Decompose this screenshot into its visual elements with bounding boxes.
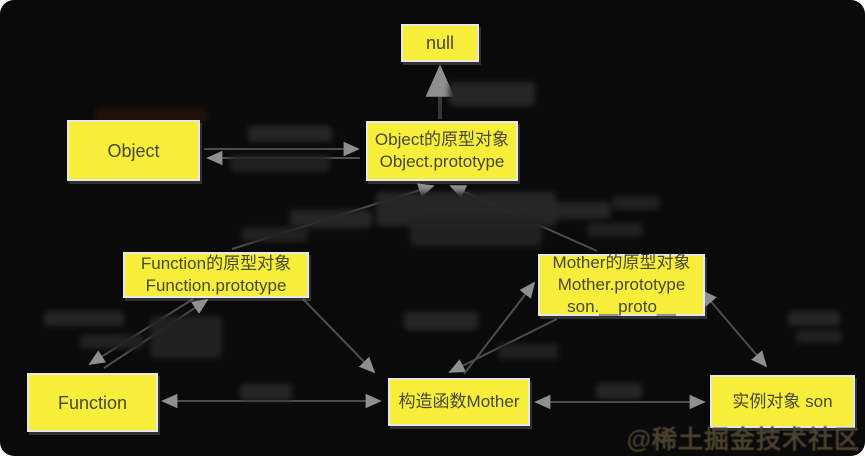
node-label: Object的原型对象 [374,130,510,149]
blurred-label-smudge [404,312,478,330]
edge-motherprototype-to-son [700,289,768,368]
node-label: Object.prototype [379,152,505,171]
edge-mother-to-motherprototype [463,281,536,375]
blurred-label-smudge [587,223,643,237]
blurred-label-smudge [290,210,372,228]
node-object: Object [67,120,200,181]
node-label: son.__proto__ [567,297,676,316]
blurred-label-smudge [80,334,144,349]
blurred-label-smudge [410,218,542,246]
blurred-label-smudge [596,383,642,399]
node-label: Function.prototype [145,276,287,295]
node-label: Function [57,392,128,413]
edge-functionprototype-to-function [88,298,194,365]
blurred-label-smudge [612,196,660,210]
node-function-prototype: Function的原型对象 Function.prototype [123,252,309,298]
blurred-label-smudge [150,316,222,358]
blurred-label-smudge [44,311,124,326]
blurred-label-smudge [240,384,292,400]
node-mother-prototype: Mother的原型对象 Mother.prototype son.__proto… [538,253,705,316]
edge-functionprototype-to-mother [302,298,376,374]
node-object-prototype: Object的原型对象 Object.prototype [366,121,518,181]
node-label: Mother.prototype [557,275,686,294]
blurred-label-smudge [788,311,840,326]
blurred-label-smudge [796,330,842,343]
blurred-label-smudge [242,227,308,242]
node-null: null [401,24,479,62]
node-label: Mother的原型对象 [552,253,691,272]
blurred-label-smudge [248,126,332,142]
node-label: 实例对象 son [732,391,833,411]
node-son: 实例对象 son [710,375,855,428]
juejin-watermark: @稀土掘金技术社区 [626,426,860,454]
node-label: 构造函数Mother [398,392,520,411]
blurred-label-smudge [449,82,535,106]
node-function: Function [27,373,158,432]
blurred-label-smudge [230,155,330,172]
blurred-label-smudge [498,344,558,359]
blurred-label-smudge [95,108,207,123]
node-label: Object [107,140,160,161]
node-label: null [425,33,455,53]
node-mother: 构造函数Mother [388,378,530,426]
blurred-label-smudge [547,202,611,219]
node-label: Function的原型对象 [140,254,292,273]
